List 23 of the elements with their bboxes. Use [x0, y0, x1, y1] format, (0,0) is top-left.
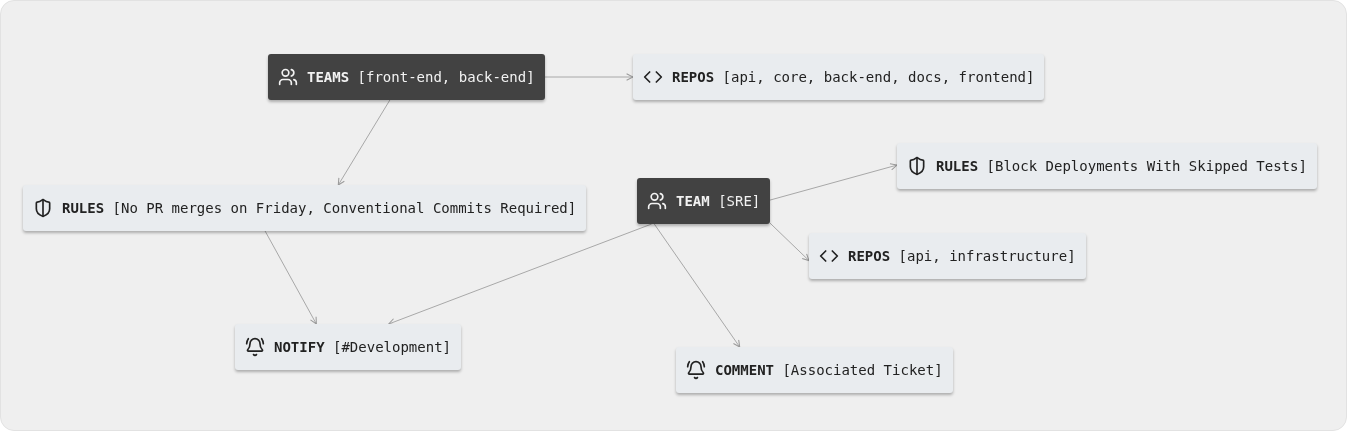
item-card: [23, 185, 587, 231]
item-card: [676, 347, 953, 393]
node-label: RULES [No PR merges on Friday, Conventional Commits Required]: [62, 200, 577, 216]
item-card: [633, 54, 1045, 100]
node-label: COMMENT [Associated Ticket]: [715, 362, 943, 378]
arrow: [388, 223, 653, 326]
node-label: TEAMS [front-end, back-end]: [307, 69, 535, 85]
item-card: [235, 324, 461, 370]
team-box: [268, 54, 545, 100]
arrow: [337, 99, 391, 186]
node-label: NOTIFY [#Development]: [274, 339, 451, 355]
arrow: [769, 222, 810, 262]
node-label: REPOS [api, infrastructure]: [848, 248, 1076, 264]
node-label: RULES [Block Deployments With Skipped Tests]: [936, 158, 1307, 174]
team-box: [637, 178, 771, 224]
node-label: REPOS [api, core, back-end, docs, frontend]: [672, 69, 1035, 85]
arrow: [264, 230, 317, 325]
arrow: [544, 73, 634, 81]
item-card: [897, 143, 1317, 189]
item-card: [809, 233, 1086, 279]
arrow: [769, 163, 898, 201]
node-label: TEAM [SRE]: [676, 193, 761, 209]
arrow: [653, 223, 741, 348]
